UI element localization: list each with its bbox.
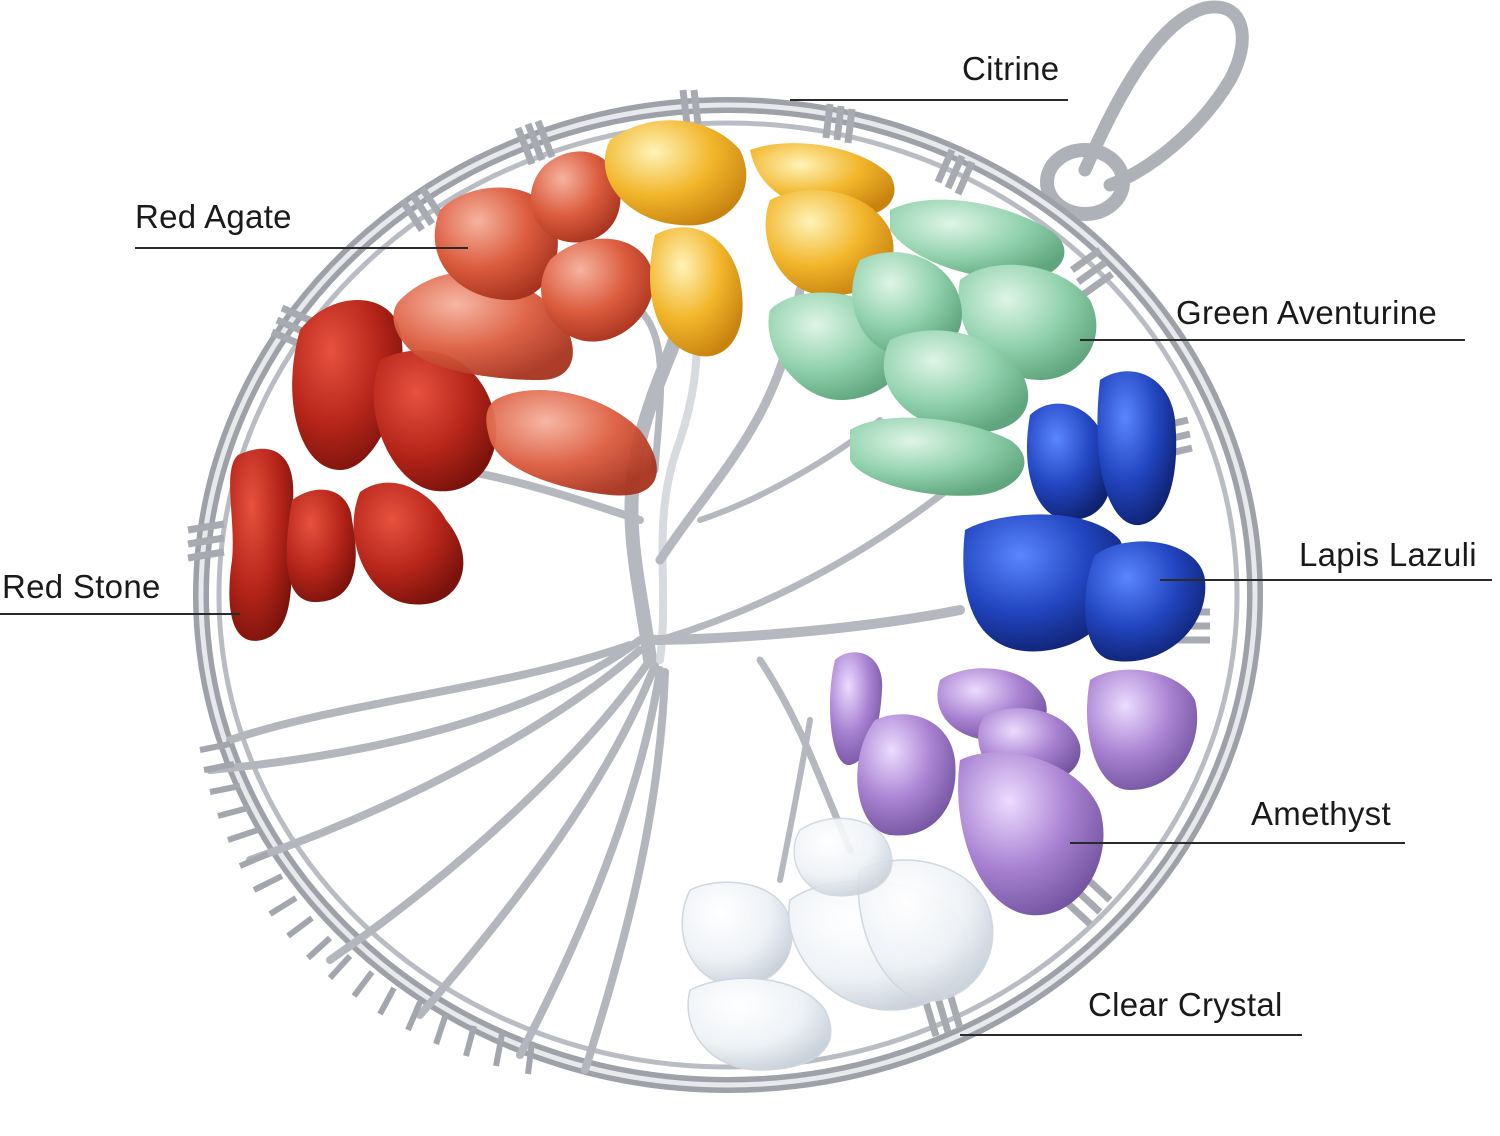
- clear-crystal-chips: [681, 817, 994, 1071]
- label-citrine: Citrine: [962, 50, 1060, 87]
- pendant-bail: [1040, 0, 1249, 221]
- leader-lines: [0, 99, 1492, 1036]
- green-aventurine-chips: [768, 199, 1097, 496]
- red-agate-chips: [393, 151, 657, 496]
- pendant-hoop: [193, 97, 1263, 1093]
- tree-roots: [206, 636, 669, 1074]
- label-red-stone: Red Stone: [2, 568, 161, 605]
- label-lapis-lazuli: Lapis Lazuli: [1299, 536, 1477, 573]
- hoop-wrapping: [199, 741, 535, 1075]
- label-red-agate: Red Agate: [135, 198, 292, 235]
- label-amethyst: Amethyst: [1251, 795, 1391, 832]
- label-clear-crystal: Clear Crystal: [1088, 986, 1283, 1023]
- label-green-aventurine: Green Aventurine: [1176, 294, 1438, 331]
- lapis-lazuli-chips: [963, 371, 1206, 662]
- red-stone-chips: [229, 300, 497, 641]
- amethyst-chips: [830, 652, 1198, 916]
